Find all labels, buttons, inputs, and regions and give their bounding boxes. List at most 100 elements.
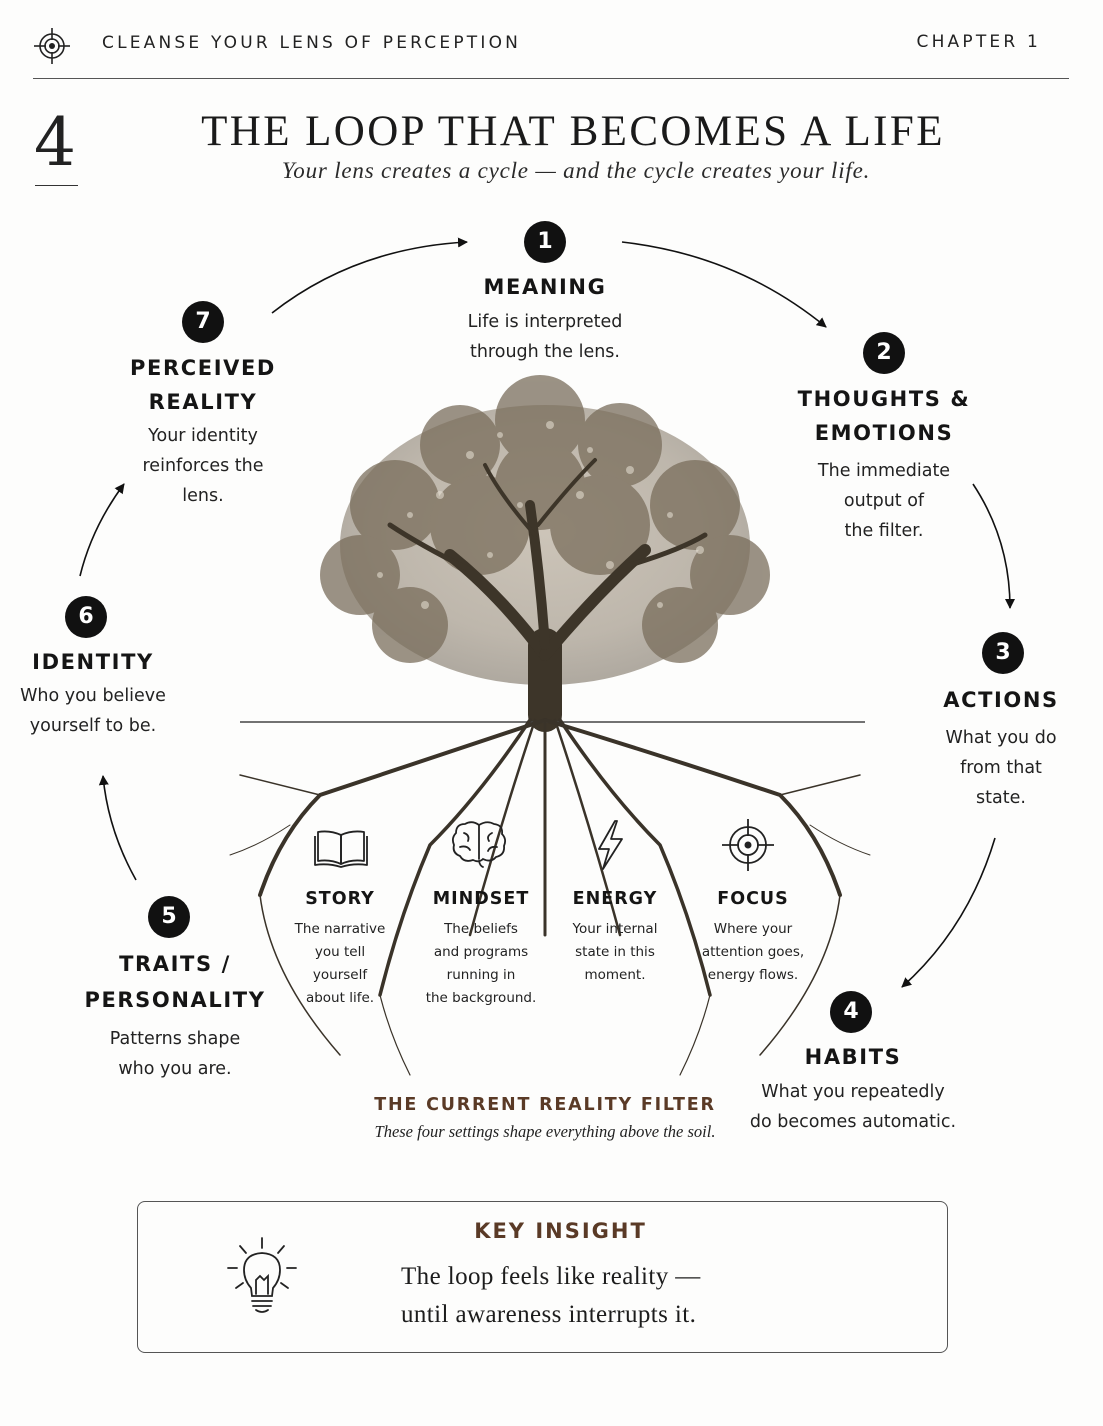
step-2-desc: The immediate output of the filter.: [769, 456, 999, 546]
root-desc-line: The narrative: [294, 921, 386, 937]
step-4-desc-line: do becomes automatic.: [749, 1112, 957, 1132]
key-insight-line-2: until awareness interrupts it.: [401, 1301, 697, 1328]
root-desc-line: you tell: [314, 944, 366, 960]
step-7-title: PERCEIVED: [130, 356, 276, 380]
step-7-desc-line: lens.: [182, 486, 224, 506]
step-6-desc: Who you believe yourself to be.: [8, 681, 178, 741]
step-7-desc-line: Your identity: [148, 426, 258, 446]
arrow-3-to-4: [901, 837, 996, 988]
step-4-title: HABITS: [804, 1045, 902, 1069]
crosshair-logo-icon: [34, 28, 70, 64]
tree-roots: [229, 718, 871, 1076]
page-title: THE LOOP THAT BECOMES A LIFE: [201, 108, 945, 155]
root-desc-line: moment.: [584, 967, 646, 983]
page-number-underline: [35, 185, 78, 186]
key-insight-line-1: The loop feels like reality —: [401, 1263, 701, 1290]
step-1-desc-line: through the lens.: [469, 342, 620, 362]
step-7-perceived-reality: PERCEIVED REALITY Your identity reinforc…: [108, 351, 298, 511]
root-mindset-title: MINDSET: [432, 889, 530, 909]
step-6-desc-line: yourself to be.: [29, 716, 157, 736]
root-desc-line: Your internal: [572, 921, 658, 937]
step-6-identity: IDENTITY Who you believe yourself to be.: [8, 645, 178, 741]
step-5-desc: Patterns shape who you are.: [60, 1024, 290, 1084]
step-3-desc: What you do from that state.: [926, 723, 1076, 813]
root-energy-desc: Your internal state in this moment.: [555, 918, 675, 987]
step-4-badge: 4: [830, 991, 872, 1033]
root-desc-line: about life.: [305, 990, 375, 1006]
root-focus-title: FOCUS: [717, 889, 789, 909]
root-energy: ENERGY Your internal state in this momen…: [555, 888, 675, 987]
step-1-meaning: MEANING Life is interpreted through the …: [420, 270, 670, 367]
step-3-desc-line: state.: [976, 788, 1026, 808]
page-number: 4: [34, 104, 76, 181]
key-insight-title: KEY INSIGHT: [474, 1219, 647, 1243]
tree-illustration: [229, 375, 871, 1076]
tree-trunk: [387, 458, 708, 732]
step-5-badge: 5: [148, 896, 190, 938]
book-title: CLEANSE YOUR LENS OF PERCEPTION: [102, 33, 522, 53]
step-1-desc-line: Life is interpreted: [467, 312, 623, 332]
root-desc-line: The beliefs: [444, 921, 518, 937]
step-4-habits: HABITS What you repeatedly do becomes au…: [742, 1040, 964, 1137]
root-desc-line: Where your: [713, 921, 793, 937]
arrow-1-to-2: [621, 241, 827, 328]
step-7-desc-line: reinforces the: [142, 456, 264, 476]
step-7-title-line2: REALITY: [148, 390, 258, 414]
filter-title: THE CURRENT REALITY FILTER: [374, 1095, 716, 1115]
step-2-title-line2: EMOTIONS: [814, 421, 954, 445]
step-5-title: TRAITS /: [119, 952, 231, 976]
step-1-desc: Life is interpreted through the lens.: [420, 307, 670, 367]
step-7-desc: Your identity reinforces the lens.: [108, 421, 298, 511]
target-icon: [722, 819, 774, 871]
root-mindset-desc: The beliefs and programs running in the …: [416, 918, 546, 1010]
root-focus-desc: Where your attention goes, energy flows.: [690, 918, 816, 987]
step-5-traits-personality: TRAITS / PERSONALITY Patterns shape who …: [60, 946, 290, 1084]
step-3-desc-line: from that: [960, 758, 1042, 778]
chapter-label: CHAPTER 1: [916, 32, 1041, 52]
root-desc-line: running in: [446, 967, 516, 983]
step-3-title: ACTIONS: [943, 688, 1059, 712]
root-desc-line: energy flows.: [707, 967, 799, 983]
root-focus: FOCUS Where your attention goes, energy …: [690, 888, 816, 987]
arrow-6-to-7: [79, 483, 125, 577]
step-4-desc: What you repeatedly do becomes automatic…: [742, 1077, 964, 1137]
step-1-badge: 1: [524, 221, 566, 263]
arrow-2-to-3: [972, 483, 1015, 609]
step-6-title: IDENTITY: [32, 650, 154, 674]
step-1-title: MEANING: [483, 275, 607, 299]
root-story-desc: The narrative you tell yourself about li…: [285, 918, 395, 1010]
brain-icon: [451, 821, 507, 868]
step-5-desc-line: Patterns shape: [109, 1029, 241, 1049]
step-2-title: THOUGHTS &: [797, 387, 971, 411]
step-5-title-line2: PERSONALITY: [84, 988, 266, 1012]
arrow-7-to-1: [271, 237, 468, 314]
step-6-desc-line: Who you believe: [20, 686, 166, 706]
header-divider: [33, 78, 1069, 79]
step-3-badge: 3: [982, 632, 1024, 674]
root-mindset: MINDSET The beliefs and programs running…: [416, 888, 546, 1010]
root-desc-line: and programs: [433, 944, 529, 960]
root-desc-line: attention goes,: [701, 944, 805, 960]
step-6-badge: 6: [65, 596, 107, 638]
root-desc-line: the background.: [425, 990, 537, 1006]
step-2-desc-line: the filter.: [844, 521, 924, 541]
lightning-icon: [598, 820, 623, 870]
book-icon: [314, 830, 368, 868]
key-insight-box: KEY INSIGHT The loop feels like reality …: [137, 1201, 948, 1353]
step-3-actions: ACTIONS What you do from that state.: [926, 683, 1076, 813]
root-desc-line: state in this: [575, 944, 655, 960]
step-2-thoughts-emotions: THOUGHTS & EMOTIONS The immediate output…: [769, 382, 999, 546]
step-4-desc-line: What you repeatedly: [761, 1082, 945, 1102]
step-5-desc-line: who you are.: [118, 1059, 232, 1079]
root-energy-title: ENERGY: [572, 889, 658, 909]
step-2-desc-line: output of: [843, 491, 925, 511]
step-2-desc-line: The immediate: [817, 461, 951, 481]
step-3-desc-line: What you do: [945, 728, 1057, 748]
root-story: STORY The narrative you tell yourself ab…: [285, 888, 395, 1010]
page-subtitle: Your lens creates a cycle — and the cycl…: [281, 158, 871, 183]
filter-description: These four settings shape everything abo…: [374, 1122, 716, 1141]
root-desc-line: yourself: [312, 967, 368, 983]
step-7-badge: 7: [182, 301, 224, 343]
root-story-title: STORY: [305, 889, 375, 909]
step-2-badge: 2: [863, 332, 905, 374]
